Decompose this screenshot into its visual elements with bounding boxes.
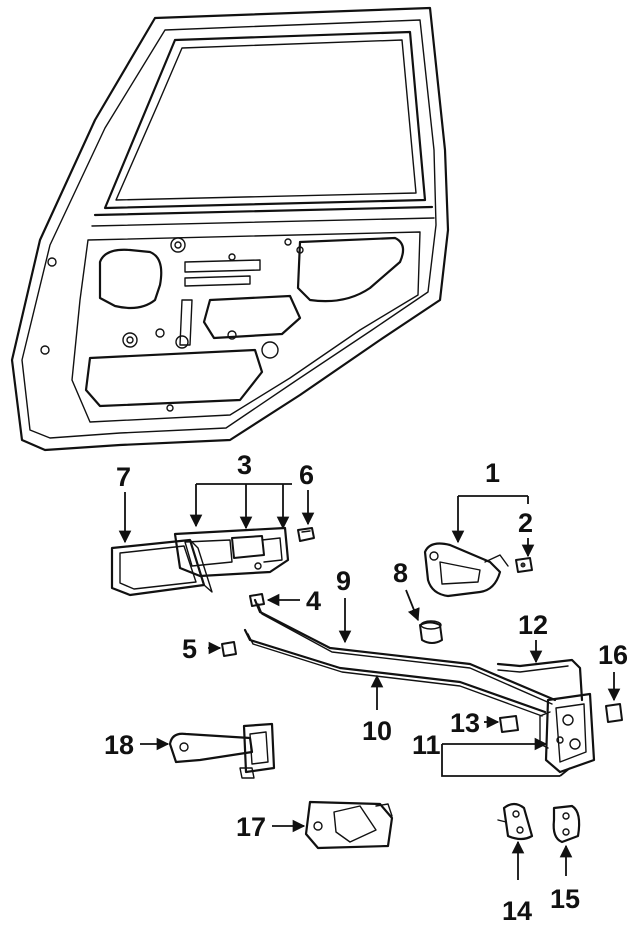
part-15-striker-shim (552, 804, 581, 844)
part-9-lock-rod (253, 598, 557, 705)
leader-lines (118, 483, 621, 880)
part-12-rod (496, 658, 584, 702)
callout-13: 13 (450, 708, 480, 738)
callout-14: 14 (502, 896, 532, 926)
part-18-door-check (168, 722, 276, 779)
callout-7: 7 (116, 462, 131, 492)
callout-18: 18 (104, 730, 134, 760)
callout-8: 8 (393, 558, 408, 588)
part-6-clip (297, 527, 315, 542)
rear-door-shell (10, 6, 450, 452)
callout-1: 1 (485, 458, 500, 488)
part-7-handle-bezel (110, 538, 213, 597)
part-10-remote-rod (243, 628, 547, 717)
part-1-outside-handle (423, 542, 509, 598)
callout-15: 15 (550, 884, 580, 914)
callout-3: 3 (237, 450, 252, 480)
callout-10: 10 (362, 716, 392, 746)
part-3-inside-handle (173, 526, 290, 578)
part-13-clip (499, 715, 519, 733)
part-2-clip (515, 557, 533, 573)
part-16-cap (605, 703, 623, 723)
part-5-rod-clip (221, 641, 237, 657)
part-8-grommet (419, 620, 443, 644)
callout-6: 6 (299, 460, 314, 490)
callout-12: 12 (518, 610, 548, 640)
part-11-door-lock (539, 692, 596, 774)
part-4-rod-clip (249, 593, 265, 607)
callout-16: 16 (598, 640, 628, 670)
callout-2: 2 (518, 508, 533, 538)
part-14-striker (497, 802, 534, 841)
callout-9: 9 (336, 566, 351, 596)
part-17-lock-actuator (304, 800, 394, 850)
callout-labels: 7 3 6 1 2 8 9 4 5 12 16 10 13 11 18 17 1… (104, 450, 628, 926)
callout-11: 11 (412, 730, 441, 760)
callout-5: 5 (182, 634, 197, 664)
callout-17: 17 (236, 812, 266, 842)
callout-4: 4 (306, 586, 321, 616)
